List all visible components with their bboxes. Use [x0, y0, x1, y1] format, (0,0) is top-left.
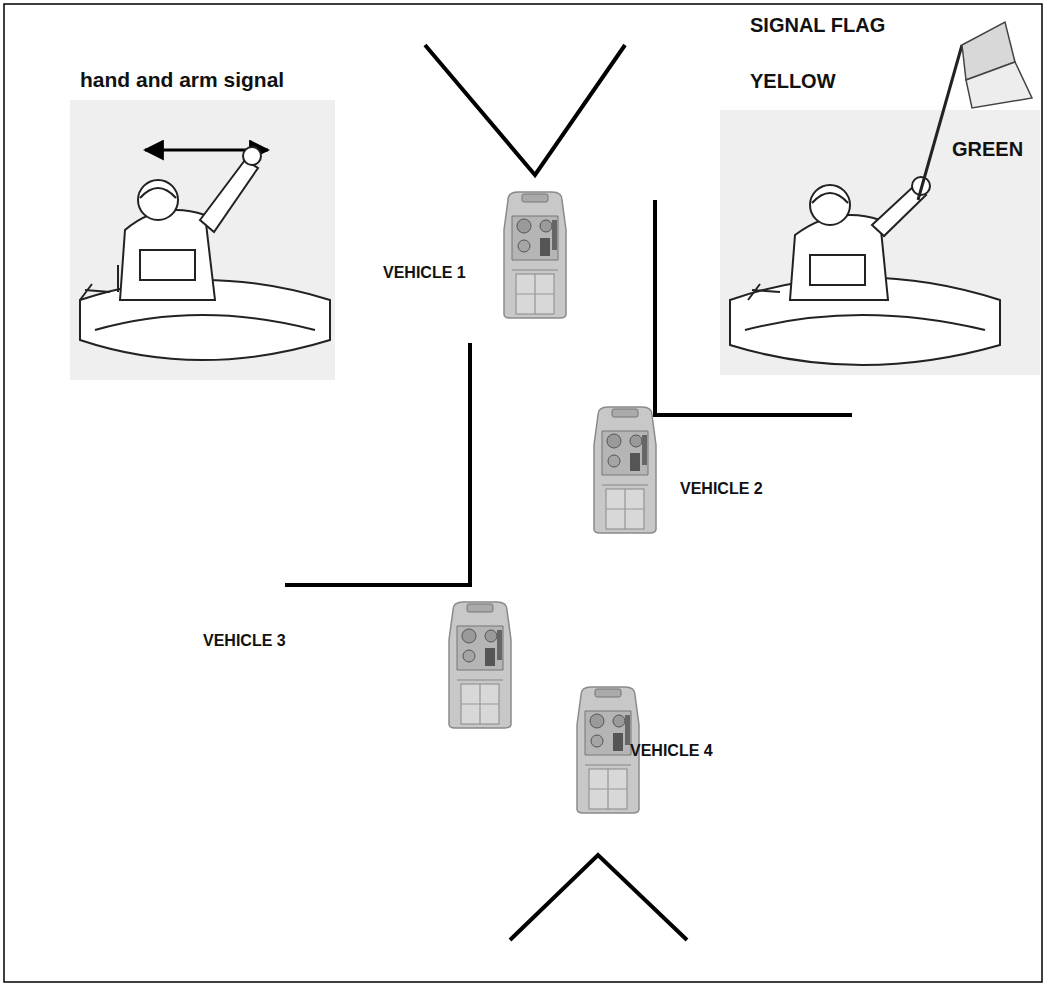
vehicle-label: VEHICLE 1 — [383, 264, 466, 282]
vehicle-label: VEHICLE 3 — [203, 632, 286, 650]
color-label: GREEN — [952, 138, 1023, 160]
vehicle-label: VEHICLE 4 — [630, 742, 713, 760]
vehicle-label: VEHICLE 2 — [680, 480, 763, 498]
vehicle-icon — [594, 407, 656, 533]
frame — [4, 4, 1042, 982]
signal-flag-illustration — [720, 22, 1040, 375]
color-label: YELLOW — [750, 70, 836, 92]
vehicle-icon — [449, 602, 511, 728]
vehicle-icon — [504, 192, 566, 318]
vehicle-icon — [577, 687, 639, 813]
hand-arm-illustration — [70, 100, 335, 380]
signal-label: SIGNAL FLAG — [750, 14, 885, 36]
vehicles — [449, 192, 656, 813]
illustration-title: hand and arm signal — [80, 68, 284, 91]
